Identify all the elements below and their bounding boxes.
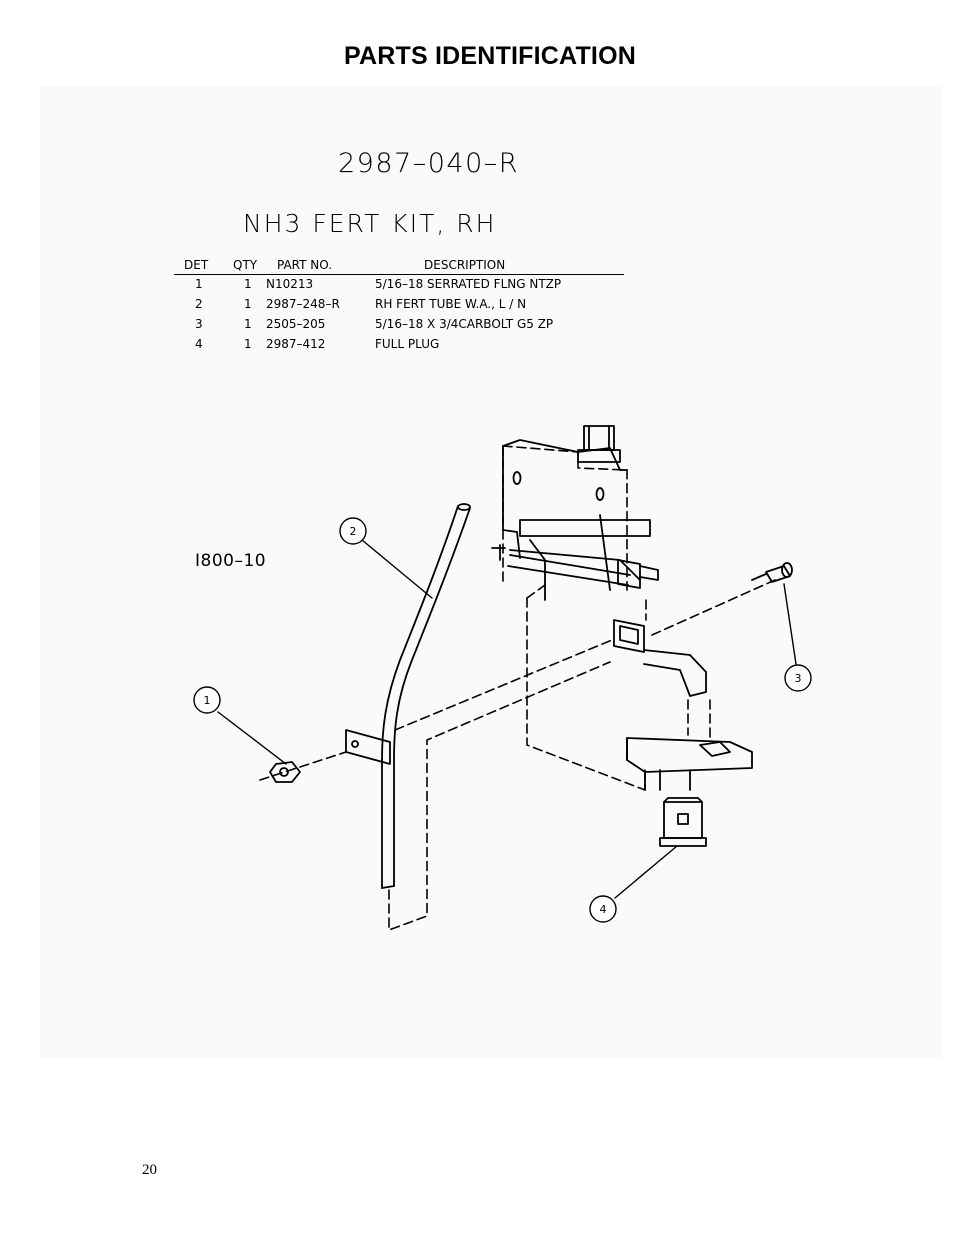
row-qty: 1: [244, 277, 252, 291]
callout-3: 3: [795, 672, 802, 685]
kit-number: 2987–040–R: [338, 148, 520, 179]
top-bolt: [577, 425, 621, 463]
leader-lines: [217, 539, 797, 899]
row-qty: 1: [244, 297, 252, 311]
kit-name: NH3 FERT KIT, RH: [243, 209, 497, 238]
tube-mounting-tab: [345, 729, 391, 765]
page-title: PARTS IDENTIFICATION: [344, 42, 636, 70]
cross-shaft: [507, 554, 659, 589]
model-label: I800–10: [195, 551, 267, 571]
fert-tube: [381, 503, 471, 889]
tube-holder-bracket: [613, 619, 707, 697]
row-qty: 1: [244, 337, 252, 351]
row-det: 2: [195, 297, 203, 311]
row-det: 4: [195, 337, 203, 351]
row-description: FULL PLUG: [375, 337, 440, 351]
row-det: 3: [195, 317, 203, 331]
table-header: DET QTY PART NO. DESCRIPTION: [174, 256, 624, 275]
row-description: RH FERT TUBE W.A., L / N: [375, 297, 527, 311]
table-row: 1 1 N10213 5/16–18 SERRATED FLNG NTZP: [174, 275, 624, 295]
row-description: 5/16–18 SERRATED FLNG NTZP: [375, 277, 562, 291]
callout-4: 4: [600, 903, 607, 916]
row-part-no: 2505–205: [266, 317, 326, 331]
shank-phantom-outline: [259, 445, 776, 931]
callout-balloons: [193, 517, 812, 923]
callout-2: 2: [350, 525, 357, 538]
row-description: 5/16–18 X 3/4CARBOLT G5 ZP: [375, 317, 554, 331]
header-description: DESCRIPTION: [424, 258, 506, 272]
header-qty: QTY: [233, 258, 258, 272]
foot-plate: [626, 737, 753, 791]
table-row: 4 1 2987–412 FULL PLUG: [174, 335, 624, 355]
callout-numbers: 2 1 3 4: [204, 525, 802, 916]
flange-nut: [269, 761, 301, 783]
full-plug: [659, 797, 707, 847]
page-number: 20: [142, 1162, 157, 1178]
header-det: DET: [184, 258, 209, 272]
table-row: 3 1 2505–205 5/16–18 X 3/4CARBOLT G5 ZP: [174, 315, 624, 335]
row-part-no: N10213: [266, 277, 314, 291]
row-qty: 1: [244, 317, 252, 331]
carriage-bolt: [751, 562, 793, 583]
row-part-no: 2987–248–R: [266, 297, 340, 311]
row-det: 1: [195, 277, 203, 291]
parts-table: DET QTY PART NO. DESCRIPTION 1 1 N10213 …: [174, 256, 624, 355]
header-part-no: PART NO.: [277, 258, 333, 272]
callout-1: 1: [204, 694, 211, 707]
table-row: 2 1 2987–248–R RH FERT TUBE W.A., L / N: [174, 295, 624, 315]
row-part-no: 2987–412: [266, 337, 326, 351]
